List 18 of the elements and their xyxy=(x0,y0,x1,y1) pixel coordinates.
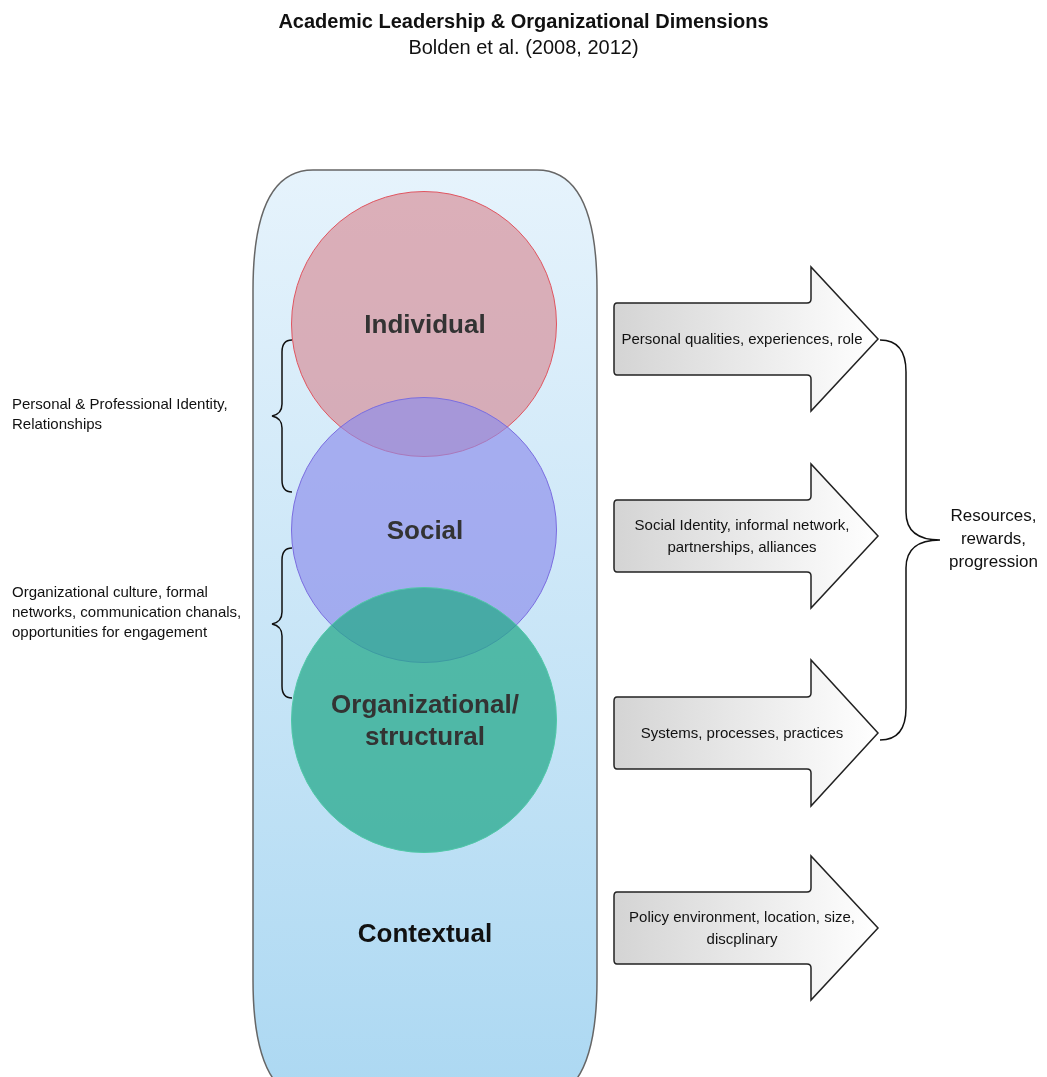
node-text: Personal qualities, experiences, role xyxy=(620,329,864,349)
annotation-text: Personal & Professional Identity, Relationships xyxy=(12,394,229,434)
subtitle: Bolden et al. (2008, 2012) xyxy=(407,36,640,59)
block-arrow xyxy=(613,265,879,413)
node-text: Social Identity, informal network, partnerships, alliances xyxy=(633,515,851,557)
node-text: Organizational/ structural xyxy=(330,688,520,752)
diagram-title: Academic Leadership & Organizational Dimensions xyxy=(277,10,770,33)
node-text: Systems, processes, practices xyxy=(639,723,845,743)
block-arrow xyxy=(613,658,879,808)
node-text: Contextual xyxy=(356,918,494,949)
rounded-band xyxy=(253,170,597,1077)
annotation-text: Organizational culture, formal networks, communication chanals, opportunities for engagement xyxy=(12,582,242,642)
node-text: Individual xyxy=(363,308,487,340)
node-text: Policy environment, location, size, discplinary xyxy=(628,907,856,949)
block-arrow xyxy=(613,854,879,1002)
block-arrow xyxy=(613,462,879,610)
node-text: Social xyxy=(385,514,465,546)
annotation-text: Resources, rewards, progression xyxy=(948,505,1039,573)
